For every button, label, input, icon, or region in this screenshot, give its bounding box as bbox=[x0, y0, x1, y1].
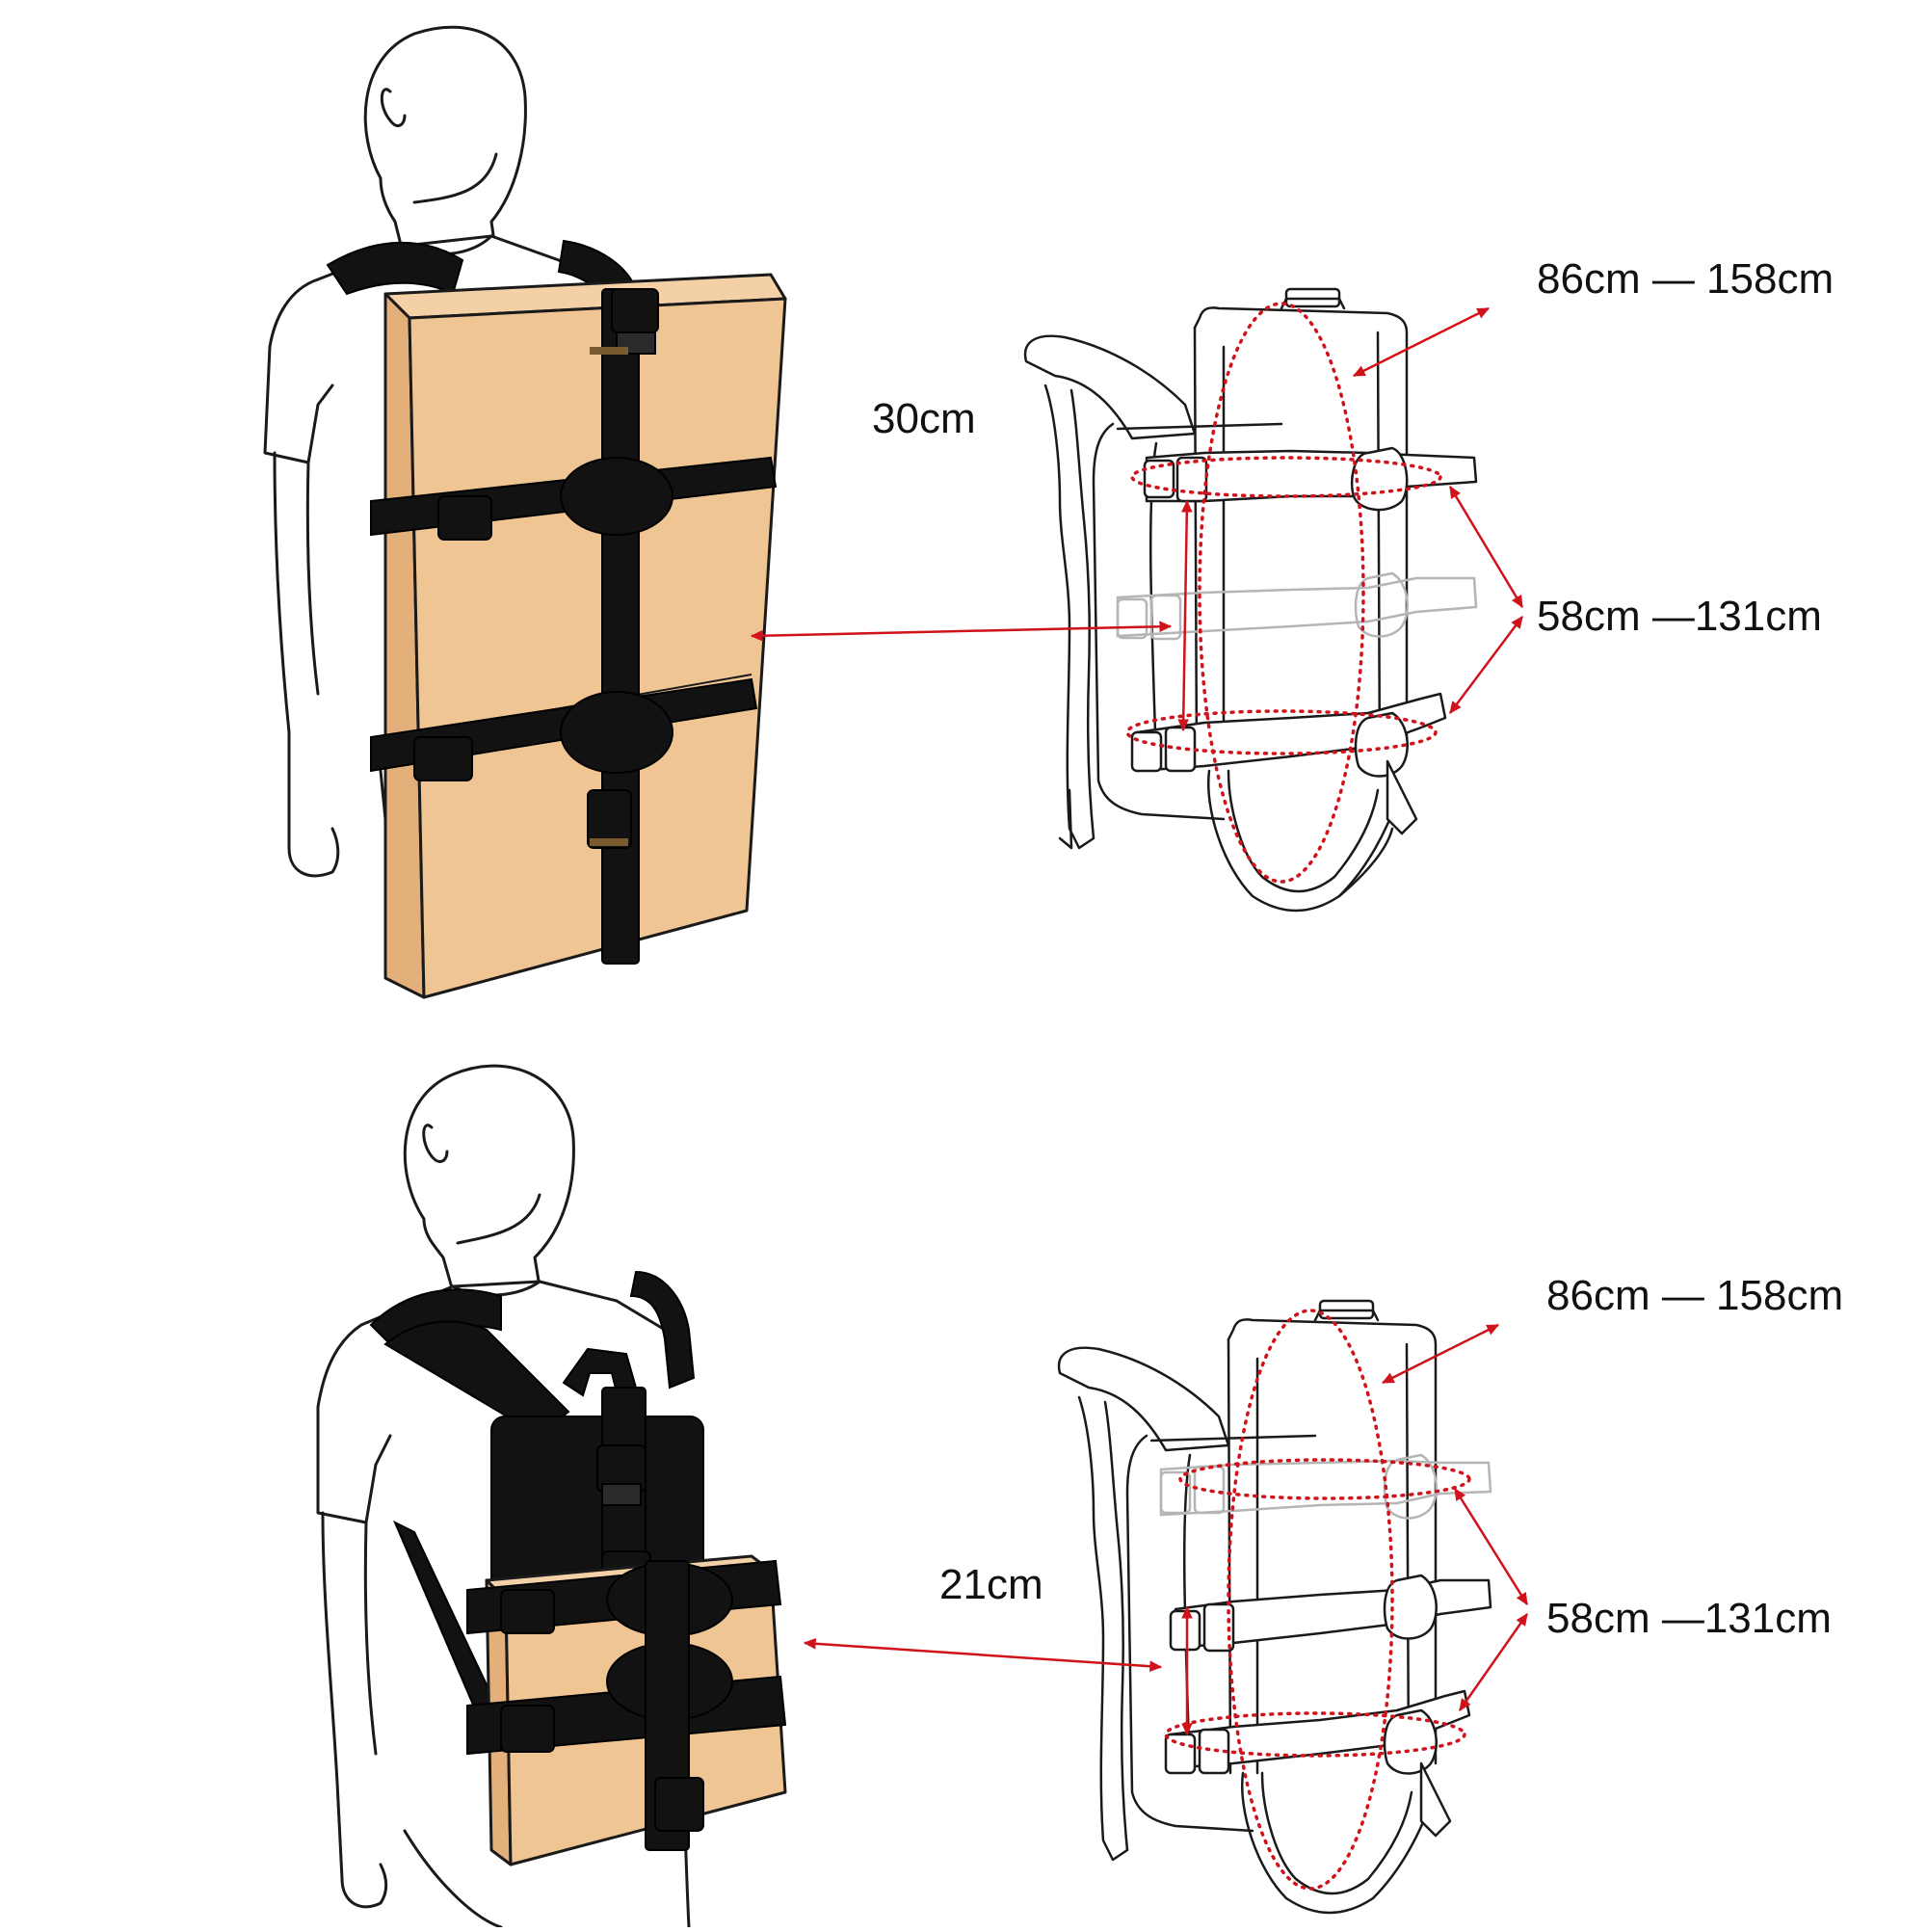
range-label-bottom-frame: 86cm — 158cm bbox=[1546, 1272, 1844, 1319]
cardboard-box-large bbox=[383, 273, 787, 999]
box-straps-top bbox=[370, 288, 778, 965]
carrier-frame-top bbox=[1023, 287, 1478, 913]
measurement-arrows-bottom bbox=[803, 1323, 1529, 1736]
ghost-strap-top bbox=[1116, 571, 1478, 641]
measurement-loops-bottom bbox=[1164, 1309, 1471, 1891]
measurement-arrows-top bbox=[750, 306, 1524, 732]
depth-label-bottom: 21cm bbox=[939, 1561, 1043, 1608]
ghost-strap-bottom bbox=[1159, 1453, 1492, 1520]
range-label-bottom-straps: 58cm —131cm bbox=[1546, 1595, 1832, 1642]
range-label-top-straps: 58cm —131cm bbox=[1537, 593, 1822, 640]
box-straps-bottom bbox=[466, 1559, 787, 1851]
carrier-frame-bottom bbox=[1057, 1299, 1492, 1915]
measurement-loops-top bbox=[1125, 302, 1442, 884]
depth-label-top: 30cm bbox=[872, 395, 976, 442]
range-label-top-frame: 86cm — 158cm bbox=[1537, 255, 1835, 303]
